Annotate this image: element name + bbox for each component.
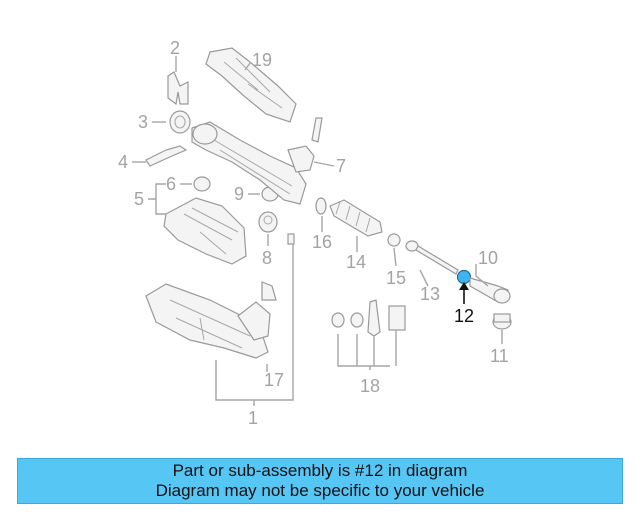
callout-1: 1 xyxy=(248,408,258,428)
callout-10: 10 xyxy=(478,248,498,268)
callout-19: 19 xyxy=(252,50,272,70)
part-15-clamp xyxy=(387,233,401,247)
part-14-boot xyxy=(329,199,383,237)
callout-17: 17 xyxy=(264,370,284,390)
callout-11: 11 xyxy=(490,346,509,366)
callout-7: 7 xyxy=(336,156,346,176)
part-11-cap xyxy=(492,313,512,330)
part-19-heat-shield xyxy=(205,47,297,123)
callout-5: 5 xyxy=(134,189,144,209)
callout-4: 4 xyxy=(118,152,128,172)
callout-3: 3 xyxy=(138,112,148,132)
steering-rack-lower xyxy=(145,281,277,359)
part-12-nut-highlight xyxy=(456,269,472,285)
callout-8: 8 xyxy=(262,248,272,268)
part-5-motor-unit xyxy=(163,197,247,265)
callout-13: 13 xyxy=(420,284,440,304)
part-18-seal-set xyxy=(331,299,406,337)
parts-diagram: 2 19 3 4 6 5 9 7 16 8 14 15 13 10 12 11 … xyxy=(118,38,512,428)
callout-9: 9 xyxy=(234,184,244,204)
part-4-bracket xyxy=(145,145,188,167)
callout-2: 2 xyxy=(170,38,180,58)
callout-14: 14 xyxy=(346,252,366,272)
caption-banner: Part or sub-assembly is #12 in diagram D… xyxy=(17,458,623,504)
part-13-tie-rod xyxy=(405,240,459,275)
part-bolt xyxy=(287,233,295,245)
part-3-bushing xyxy=(169,110,191,134)
caption-line-2: Diagram may not be specific to your vehi… xyxy=(155,481,485,500)
callout-15: 15 xyxy=(386,268,406,288)
part-8-mount xyxy=(258,211,278,233)
steering-rack-upper xyxy=(191,117,323,205)
callout-16: 16 xyxy=(312,232,332,252)
part-6-seal xyxy=(193,176,211,192)
callout-12: 12 xyxy=(454,306,474,326)
part-12-arrow xyxy=(459,282,469,304)
part-16-washer xyxy=(315,197,327,215)
part-2-clamp xyxy=(167,71,189,106)
part-10-tie-rod-end xyxy=(469,277,511,304)
callout-6: 6 xyxy=(166,174,176,194)
leader-lines xyxy=(132,56,503,406)
callout-18: 18 xyxy=(360,376,380,396)
caption-line-1: Part or sub-assembly is #12 in diagram xyxy=(172,461,468,480)
